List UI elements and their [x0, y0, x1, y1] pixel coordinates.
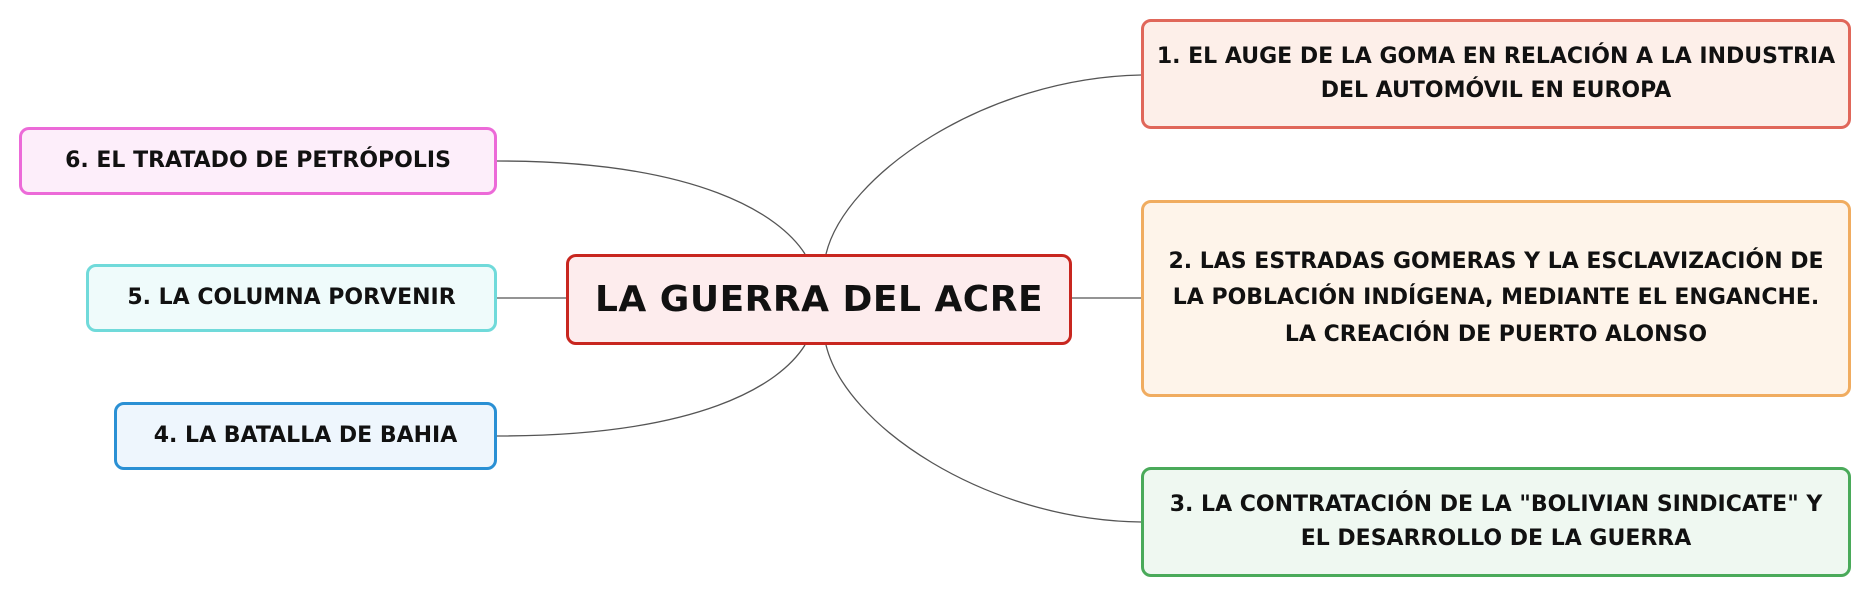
topic-node-1[interactable]: 1. EL AUGE DE LA GOMA EN RELACIÓN A LA I…: [1141, 19, 1851, 129]
topic-node-2-line-3: LA CREACIÓN DE PUERTO ALONSO: [1284, 321, 1708, 347]
connector-n3: [825, 344, 1142, 523]
connector-n1: [825, 74, 1142, 255]
topic-node-4[interactable]: 4. LA BATALLA DE BAHIA: [114, 402, 497, 470]
topic-node-3-line-1: 3. LA CONTRATACIÓN DE LA "BOLIVIAN SINDI…: [1169, 491, 1823, 517]
topic-node-6[interactable]: 6. EL TRATADO DE PETRÓPOLIS: [19, 127, 497, 195]
topic-node-3[interactable]: 3. LA CONTRATACIÓN DE LA "BOLIVIAN SINDI…: [1141, 467, 1851, 577]
topic-node-5[interactable]: 5. LA COLUMNA PORVENIR: [86, 264, 497, 332]
topic-node-2[interactable]: 2. LAS ESTRADAS GOMERAS Y LA ESCLAVIZACI…: [1141, 200, 1851, 397]
topic-node-3-line-2: EL DESARROLLO DE LA GUERRA: [1300, 526, 1692, 551]
central-topic-label: LA GUERRA DEL ACRE: [594, 278, 1044, 320]
topic-node-1-line-2: DEL AUTOMÓVIL EN EUROPA: [1320, 78, 1672, 103]
central-topic[interactable]: LA GUERRA DEL ACRE: [566, 254, 1072, 345]
topic-node-2-line-2: LA POBLACIÓN INDÍGENA, MEDIANTE EL ENGAN…: [1172, 285, 1820, 311]
topic-node-1-line-1: 1. EL AUGE DE LA GOMA EN RELACIÓN A LA I…: [1156, 43, 1836, 69]
topic-node-5-label: 5. LA COLUMNA PORVENIR: [127, 284, 456, 310]
topic-node-6-label: 6. EL TRATADO DE PETRÓPOLIS: [65, 147, 451, 173]
connector-n4: [496, 344, 806, 437]
connector-n6: [496, 160, 806, 255]
topic-node-4-label: 4. LA BATALLA DE BAHIA: [153, 422, 458, 448]
topic-node-2-line-1: 2. LAS ESTRADAS GOMERAS Y LA ESCLAVIZACI…: [1168, 249, 1824, 275]
